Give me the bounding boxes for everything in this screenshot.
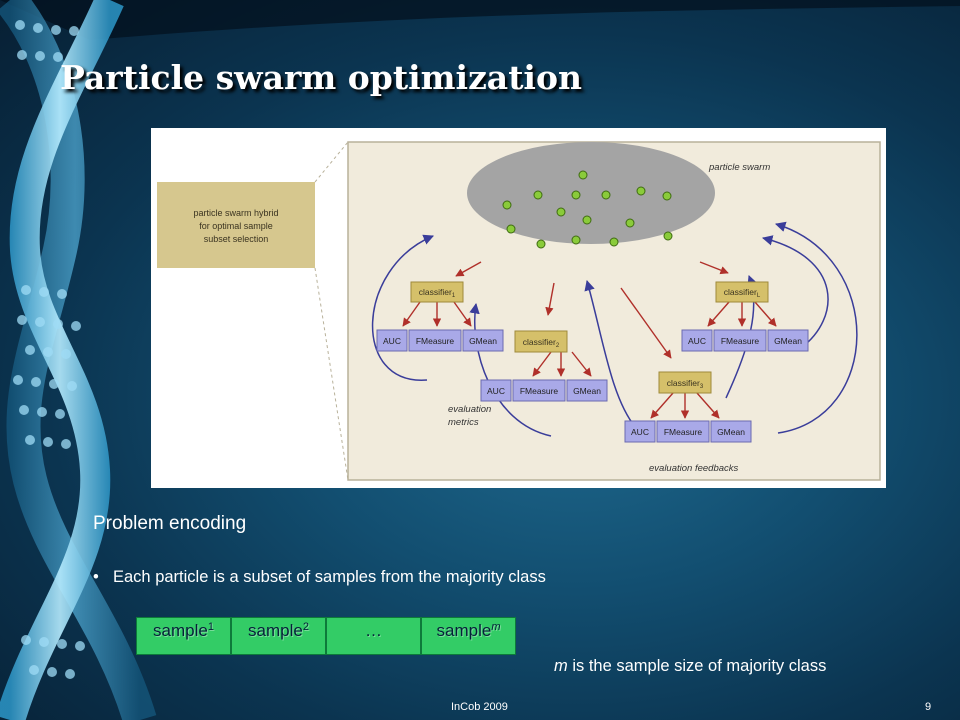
- metric-box: [624, 420, 656, 443]
- bullet-text: Each particle is a subset of samples fro…: [113, 568, 546, 586]
- metric-auc: AUC: [487, 386, 505, 396]
- classifier-L-label: classifierL: [724, 287, 761, 299]
- metric-row-L: AUC FMeasure GMean: [681, 329, 809, 352]
- metric-fmeasure: FMeasure: [520, 386, 559, 396]
- particle: [662, 191, 672, 201]
- page-number: 9: [925, 701, 932, 713]
- particle: [533, 190, 543, 200]
- sample-cell-ellipsis: …: [326, 617, 421, 655]
- classifier-2-label: classifier2: [523, 337, 560, 349]
- metric-row-1: AUC FMeasure GMean: [376, 329, 504, 352]
- classifier-3-group: classifier3: [658, 371, 712, 394]
- particle: [625, 218, 635, 228]
- particle: [571, 235, 581, 245]
- metric-fmeasure: FMeasure: [664, 427, 703, 437]
- metric-box: [767, 329, 809, 352]
- classifier-2-group: classifier2: [514, 330, 568, 353]
- particles: [502, 170, 673, 249]
- evaluation-feedbacks-label: evaluation feedbacks: [649, 463, 739, 474]
- problem-encoding-heading: Problem encoding: [93, 513, 247, 534]
- metric-box: [512, 379, 566, 402]
- particle: [609, 237, 619, 247]
- metric-auc: AUC: [688, 336, 706, 346]
- classifier-1-group: classifier1: [410, 281, 464, 303]
- metric-fmeasure: FMeasure: [416, 336, 455, 346]
- classifier-2-box: [514, 330, 568, 353]
- metric-row-3: AUC FMeasure GMean: [624, 420, 752, 443]
- classifier-L-group: classifierL: [715, 281, 769, 303]
- metric-box: [462, 329, 504, 352]
- metric-box: [408, 329, 462, 352]
- metric-box: [566, 379, 608, 402]
- slide-title: Particle swarm optimization: [60, 58, 582, 97]
- callout-line-1: particle swarm hybrid: [193, 208, 278, 218]
- particle: [571, 190, 581, 200]
- note-variable: m: [554, 657, 568, 675]
- metric-gmean: GMean: [469, 336, 497, 346]
- classifier-L-box: [715, 281, 769, 303]
- bullet-dot: •: [93, 568, 99, 586]
- particle: [601, 190, 611, 200]
- note-text: is the sample size of majority class: [567, 657, 827, 675]
- evaluation-metrics-label-1: evaluation: [448, 404, 491, 415]
- particle: [663, 231, 673, 241]
- metric-gmean: GMean: [717, 427, 745, 437]
- particle: [502, 200, 512, 210]
- sample-size-note: m is the sample size of majority class: [554, 657, 826, 676]
- bullet-item: • Each particle is a subset of samples fr…: [93, 568, 546, 587]
- metric-gmean: GMean: [774, 336, 802, 346]
- metric-box: [681, 329, 713, 352]
- particle: [582, 215, 592, 225]
- pso-diagram: particle swarm hybrid for optimal sample…: [151, 128, 886, 488]
- particle: [636, 186, 646, 196]
- metric-box: [376, 329, 408, 352]
- particle: [578, 170, 588, 180]
- metric-box: [713, 329, 767, 352]
- callout-line-3: subset selection: [204, 234, 269, 244]
- particle: [506, 224, 516, 234]
- metric-box: [656, 420, 710, 443]
- zoom-line-top: [314, 141, 349, 183]
- swarm-label: particle swarm: [708, 162, 770, 173]
- metric-row-2: AUC FMeasure GMean: [480, 379, 608, 402]
- red-arrows: [402, 261, 777, 419]
- metric-auc: AUC: [383, 336, 401, 346]
- classifier-3-label: classifier3: [667, 378, 704, 390]
- metric-box: [710, 420, 752, 443]
- metric-auc: AUC: [631, 427, 649, 437]
- callout-line-2: for optimal sample: [199, 221, 273, 231]
- classifier-1-label: classifier1: [419, 287, 456, 299]
- particle: [556, 207, 566, 217]
- hybrid-callout-box: [157, 182, 315, 268]
- footer-text: InCob 2009: [451, 701, 508, 713]
- particle: [536, 239, 546, 249]
- evaluation-metrics-label-2: metrics: [448, 417, 479, 428]
- classifier-3-box: [658, 371, 712, 394]
- classifier-1-box: [410, 281, 464, 303]
- metric-box: [480, 379, 512, 402]
- particle-swarm-ellipse: [467, 142, 715, 244]
- metric-fmeasure: FMeasure: [721, 336, 760, 346]
- metric-gmean: GMean: [573, 386, 601, 396]
